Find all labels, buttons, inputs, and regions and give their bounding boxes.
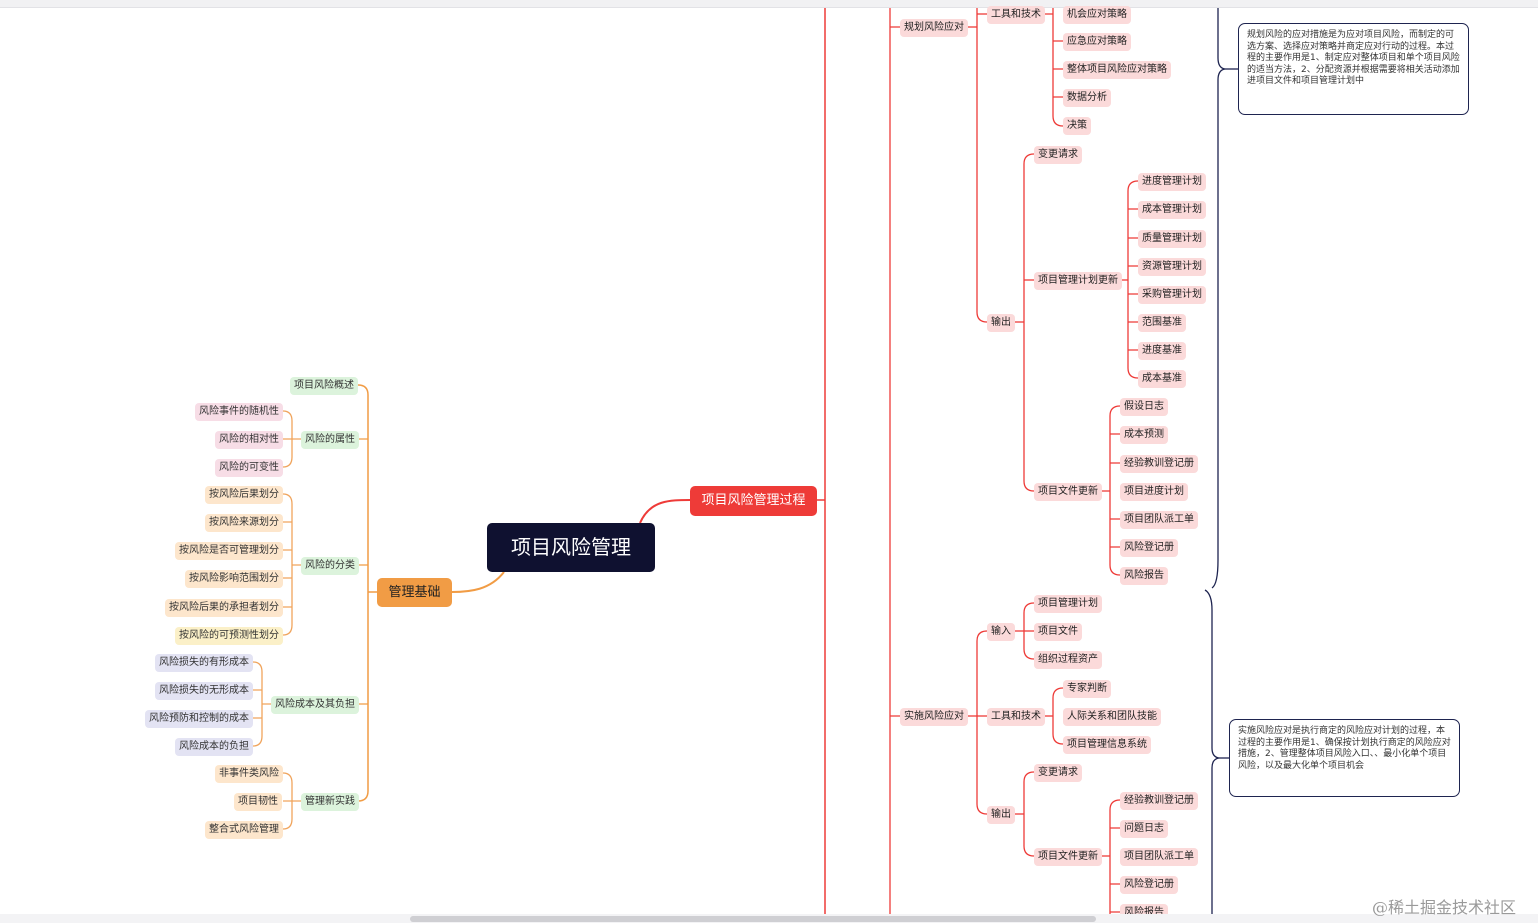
impl-summary-note[interactable]: 实施风险应对是执行商定的风险应对计划的过程，本过程的主要作用是1、确保按计划执行…	[1229, 719, 1460, 797]
impl-change-requests[interactable]: 变更请求	[1034, 764, 1082, 782]
topic-risk-overview[interactable]: 项目风险概述	[290, 377, 358, 395]
cost-item[interactable]: 风险损失的无形成本	[155, 682, 253, 700]
doc-update-item[interactable]: 假设日志	[1120, 398, 1168, 416]
plan-output[interactable]: 输出	[987, 314, 1015, 332]
practice-item[interactable]: 项目韧性	[234, 793, 282, 811]
impl-doc-item[interactable]: 项目团队派工单	[1120, 848, 1198, 866]
topic-risk-classification[interactable]: 风险的分类	[301, 557, 359, 575]
plan-change-requests[interactable]: 变更请求	[1034, 146, 1082, 164]
impl-input[interactable]: 输入	[987, 623, 1015, 641]
impl-doc-item[interactable]: 问题日志	[1120, 820, 1168, 838]
impl-output[interactable]: 输出	[987, 806, 1015, 824]
pmp-update-item[interactable]: 进度管理计划	[1138, 173, 1206, 191]
doc-update-item[interactable]: 成本预测	[1120, 426, 1168, 444]
cost-item[interactable]: 风险预防和控制的成本	[145, 710, 253, 728]
doc-update-item[interactable]: 风险报告	[1120, 567, 1168, 585]
branch-risk-process[interactable]: 项目风险管理过程	[690, 486, 817, 516]
root-topic[interactable]: 项目风险管理	[487, 523, 655, 572]
plan-tool-item[interactable]: 整体项目风险应对策略	[1063, 61, 1171, 79]
plan-tool-item[interactable]: 数据分析	[1063, 89, 1111, 107]
impl-doc-item[interactable]: 经验教训登记册	[1120, 792, 1198, 810]
impl-tools-techniques[interactable]: 工具和技术	[987, 708, 1045, 726]
impl-input-item[interactable]: 项目管理计划	[1034, 595, 1102, 613]
impl-tool-item[interactable]: 人际关系和团队技能	[1063, 708, 1161, 726]
plan-tool-item[interactable]: 机会应对策略	[1063, 6, 1131, 24]
plan-doc-updates[interactable]: 项目文件更新	[1034, 483, 1102, 501]
cls-item[interactable]: 按风险影响范围划分	[185, 570, 283, 588]
topic-implement-risk-responses[interactable]: 实施风险应对	[900, 708, 968, 726]
doc-update-item[interactable]: 经验教训登记册	[1120, 455, 1198, 473]
cls-item[interactable]: 按风险的可预测性划分	[175, 627, 283, 645]
cost-item[interactable]: 风险成本的负担	[175, 738, 253, 756]
impl-input-item[interactable]: 组织过程资产	[1034, 651, 1102, 669]
plan-tool-item[interactable]: 应急应对策略	[1063, 33, 1131, 51]
topic-risk-attributes[interactable]: 风险的属性	[301, 431, 359, 449]
doc-update-item[interactable]: 风险登记册	[1120, 539, 1178, 557]
attr-item[interactable]: 风险的相对性	[215, 431, 283, 449]
topic-risk-cost[interactable]: 风险成本及其负担	[271, 696, 359, 714]
pmp-update-item[interactable]: 质量管理计划	[1138, 230, 1206, 248]
attr-item[interactable]: 风险事件的随机性	[195, 403, 283, 421]
impl-input-item[interactable]: 项目文件	[1034, 623, 1082, 641]
doc-update-item[interactable]: 项目团队派工单	[1120, 511, 1198, 529]
topic-plan-risk-responses[interactable]: 规划风险应对	[900, 19, 968, 37]
cls-item[interactable]: 按风险后果的承担者划分	[165, 599, 283, 617]
pmp-update-item[interactable]: 采购管理计划	[1138, 286, 1206, 304]
cls-item[interactable]: 按风险是否可管理划分	[175, 542, 283, 560]
topic-new-practices[interactable]: 管理新实践	[301, 793, 359, 811]
doc-update-item[interactable]: 项目进度计划	[1120, 483, 1188, 501]
pmp-update-item[interactable]: 成本基准	[1138, 370, 1186, 388]
watermark: @稀土掘金技术社区	[1372, 898, 1517, 917]
pmp-update-item[interactable]: 成本管理计划	[1138, 201, 1206, 219]
branch-management-basis[interactable]: 管理基础	[377, 578, 452, 607]
top-toolbar-strip	[0, 0, 1538, 8]
plan-pm-plan-updates[interactable]: 项目管理计划更新	[1034, 272, 1122, 290]
horizontal-scrollbar-thumb[interactable]	[410, 916, 1096, 922]
pmp-update-item[interactable]: 范围基准	[1138, 314, 1186, 332]
impl-tool-item[interactable]: 专家判断	[1063, 680, 1111, 698]
impl-doc-item[interactable]: 风险登记册	[1120, 876, 1178, 894]
practice-item[interactable]: 整合式风险管理	[205, 821, 283, 839]
cls-item[interactable]: 按风险来源划分	[205, 514, 283, 532]
plan-tool-item[interactable]: 决策	[1063, 117, 1091, 135]
plan-summary-note[interactable]: 规划风险的应对措施是为应对项目风险，而制定的可选方案、选择应对策略并商定应对行动…	[1238, 23, 1469, 115]
cls-item[interactable]: 按风险后果划分	[205, 486, 283, 504]
attr-item[interactable]: 风险的可变性	[215, 459, 283, 477]
practice-item[interactable]: 非事件类风险	[215, 765, 283, 783]
pmp-update-item[interactable]: 资源管理计划	[1138, 258, 1206, 276]
cost-item[interactable]: 风险损失的有形成本	[155, 654, 253, 672]
impl-doc-updates[interactable]: 项目文件更新	[1034, 848, 1102, 866]
pmp-update-item[interactable]: 进度基准	[1138, 342, 1186, 360]
impl-tool-item[interactable]: 项目管理信息系统	[1063, 736, 1151, 754]
plan-tools-techniques[interactable]: 工具和技术	[987, 6, 1045, 24]
